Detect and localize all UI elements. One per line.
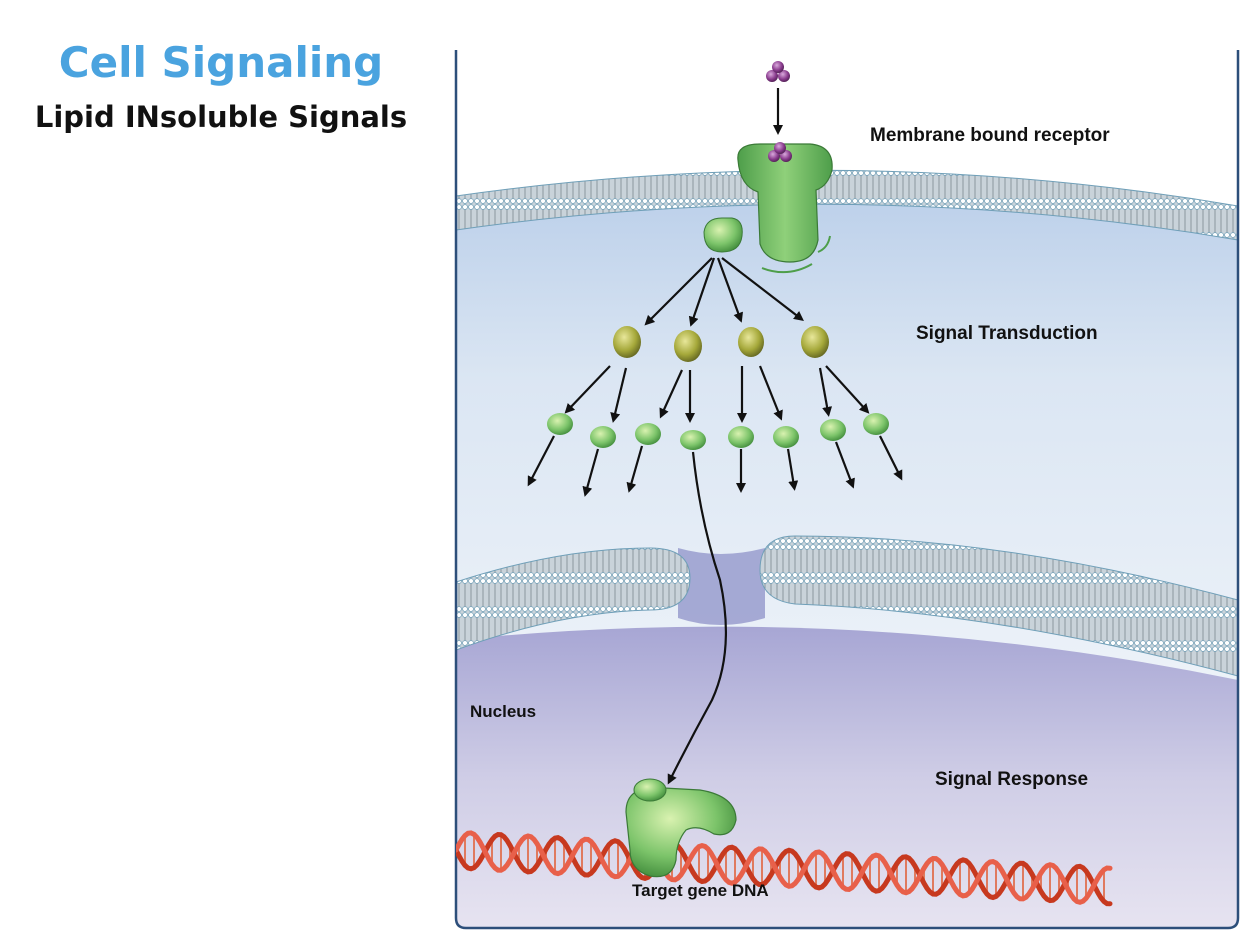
kinase-2 [674, 330, 702, 362]
effector-7 [820, 419, 846, 441]
kinase-row [613, 326, 829, 362]
effector-8 [863, 413, 889, 435]
label-signal-transduction: Signal Transduction [916, 323, 1098, 344]
signal-ligand [766, 61, 790, 82]
kinase-1 [613, 326, 641, 358]
kinase-4 [801, 326, 829, 358]
effector-2 [590, 426, 616, 448]
effector-6 [773, 426, 799, 448]
bound-ligand [768, 142, 792, 162]
dna-helix [456, 830, 1113, 907]
effector-1 [547, 413, 573, 435]
label-nucleus: Nucleus [470, 702, 536, 721]
page-title: Cell Signaling [58, 38, 384, 87]
nuclear-envelope-right [759, 535, 1238, 677]
cell-border [454, 50, 1240, 930]
effector-row [547, 413, 889, 450]
effector-4 [680, 430, 706, 450]
effector-3 [635, 423, 661, 445]
nuclear-envelope-left [456, 547, 691, 651]
label-target-gene-dna: Target gene DNA [632, 881, 769, 900]
kinase-3 [738, 327, 764, 357]
plasma-membrane [456, 169, 1238, 241]
label-membrane-receptor: Membrane bound receptor [870, 125, 1110, 146]
transduction-arrows-primary [644, 257, 804, 327]
nuclear-translocation-arrow [667, 451, 728, 785]
transduction-arrows-secondary [564, 365, 870, 423]
membrane-receptor [703, 143, 833, 274]
page-subtitle: Lipid INsoluble Signals [34, 100, 408, 134]
label-signal-response: Signal Response [935, 769, 1088, 790]
effector-5 [728, 426, 754, 448]
transduction-arrows-tertiary [527, 435, 903, 497]
transcription-factor [625, 778, 737, 878]
